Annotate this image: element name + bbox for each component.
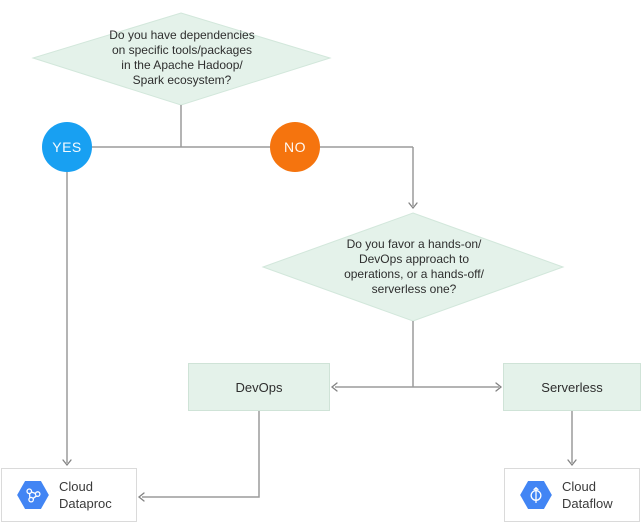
arrowhead-into-devops — [330, 382, 338, 392]
serverless-option-box: Serverless — [503, 363, 641, 411]
arrowhead-into-dataproc-right — [137, 492, 145, 502]
arrowhead-into-dataproc-top — [62, 459, 72, 467]
arrowheads — [62, 202, 577, 502]
no-label: NO — [284, 139, 306, 155]
dataproc-label: Cloud Dataproc — [59, 479, 112, 511]
serverless-label: Serverless — [541, 379, 603, 395]
dataproc-hexagon-icon — [17, 481, 49, 509]
yes-label: YES — [52, 139, 82, 155]
arrowhead-into-dataflow-top — [567, 459, 577, 467]
connector-devops-to-dataproc — [142, 411, 260, 498]
connector-lines — [66, 105, 573, 498]
arrowhead-into-decision2 — [408, 202, 418, 210]
yes-branch-circle: YES — [42, 122, 92, 172]
arrowhead-into-serverless — [495, 382, 503, 392]
devops-option-box: DevOps — [188, 363, 330, 411]
dataflow-hexagon-icon — [520, 481, 552, 509]
decision2-question: Do you favor a hands-on/ DevOps approach… — [344, 237, 484, 296]
dataflow-label: Cloud Dataflow — [562, 479, 613, 511]
cloud-dataflow-card: Cloud Dataflow — [504, 468, 640, 522]
devops-label: DevOps — [235, 379, 283, 395]
decision1-question: Do you have dependencies on specific too… — [109, 28, 255, 87]
cloud-dataproc-card: Cloud Dataproc — [1, 468, 137, 522]
no-branch-circle: NO — [270, 122, 320, 172]
